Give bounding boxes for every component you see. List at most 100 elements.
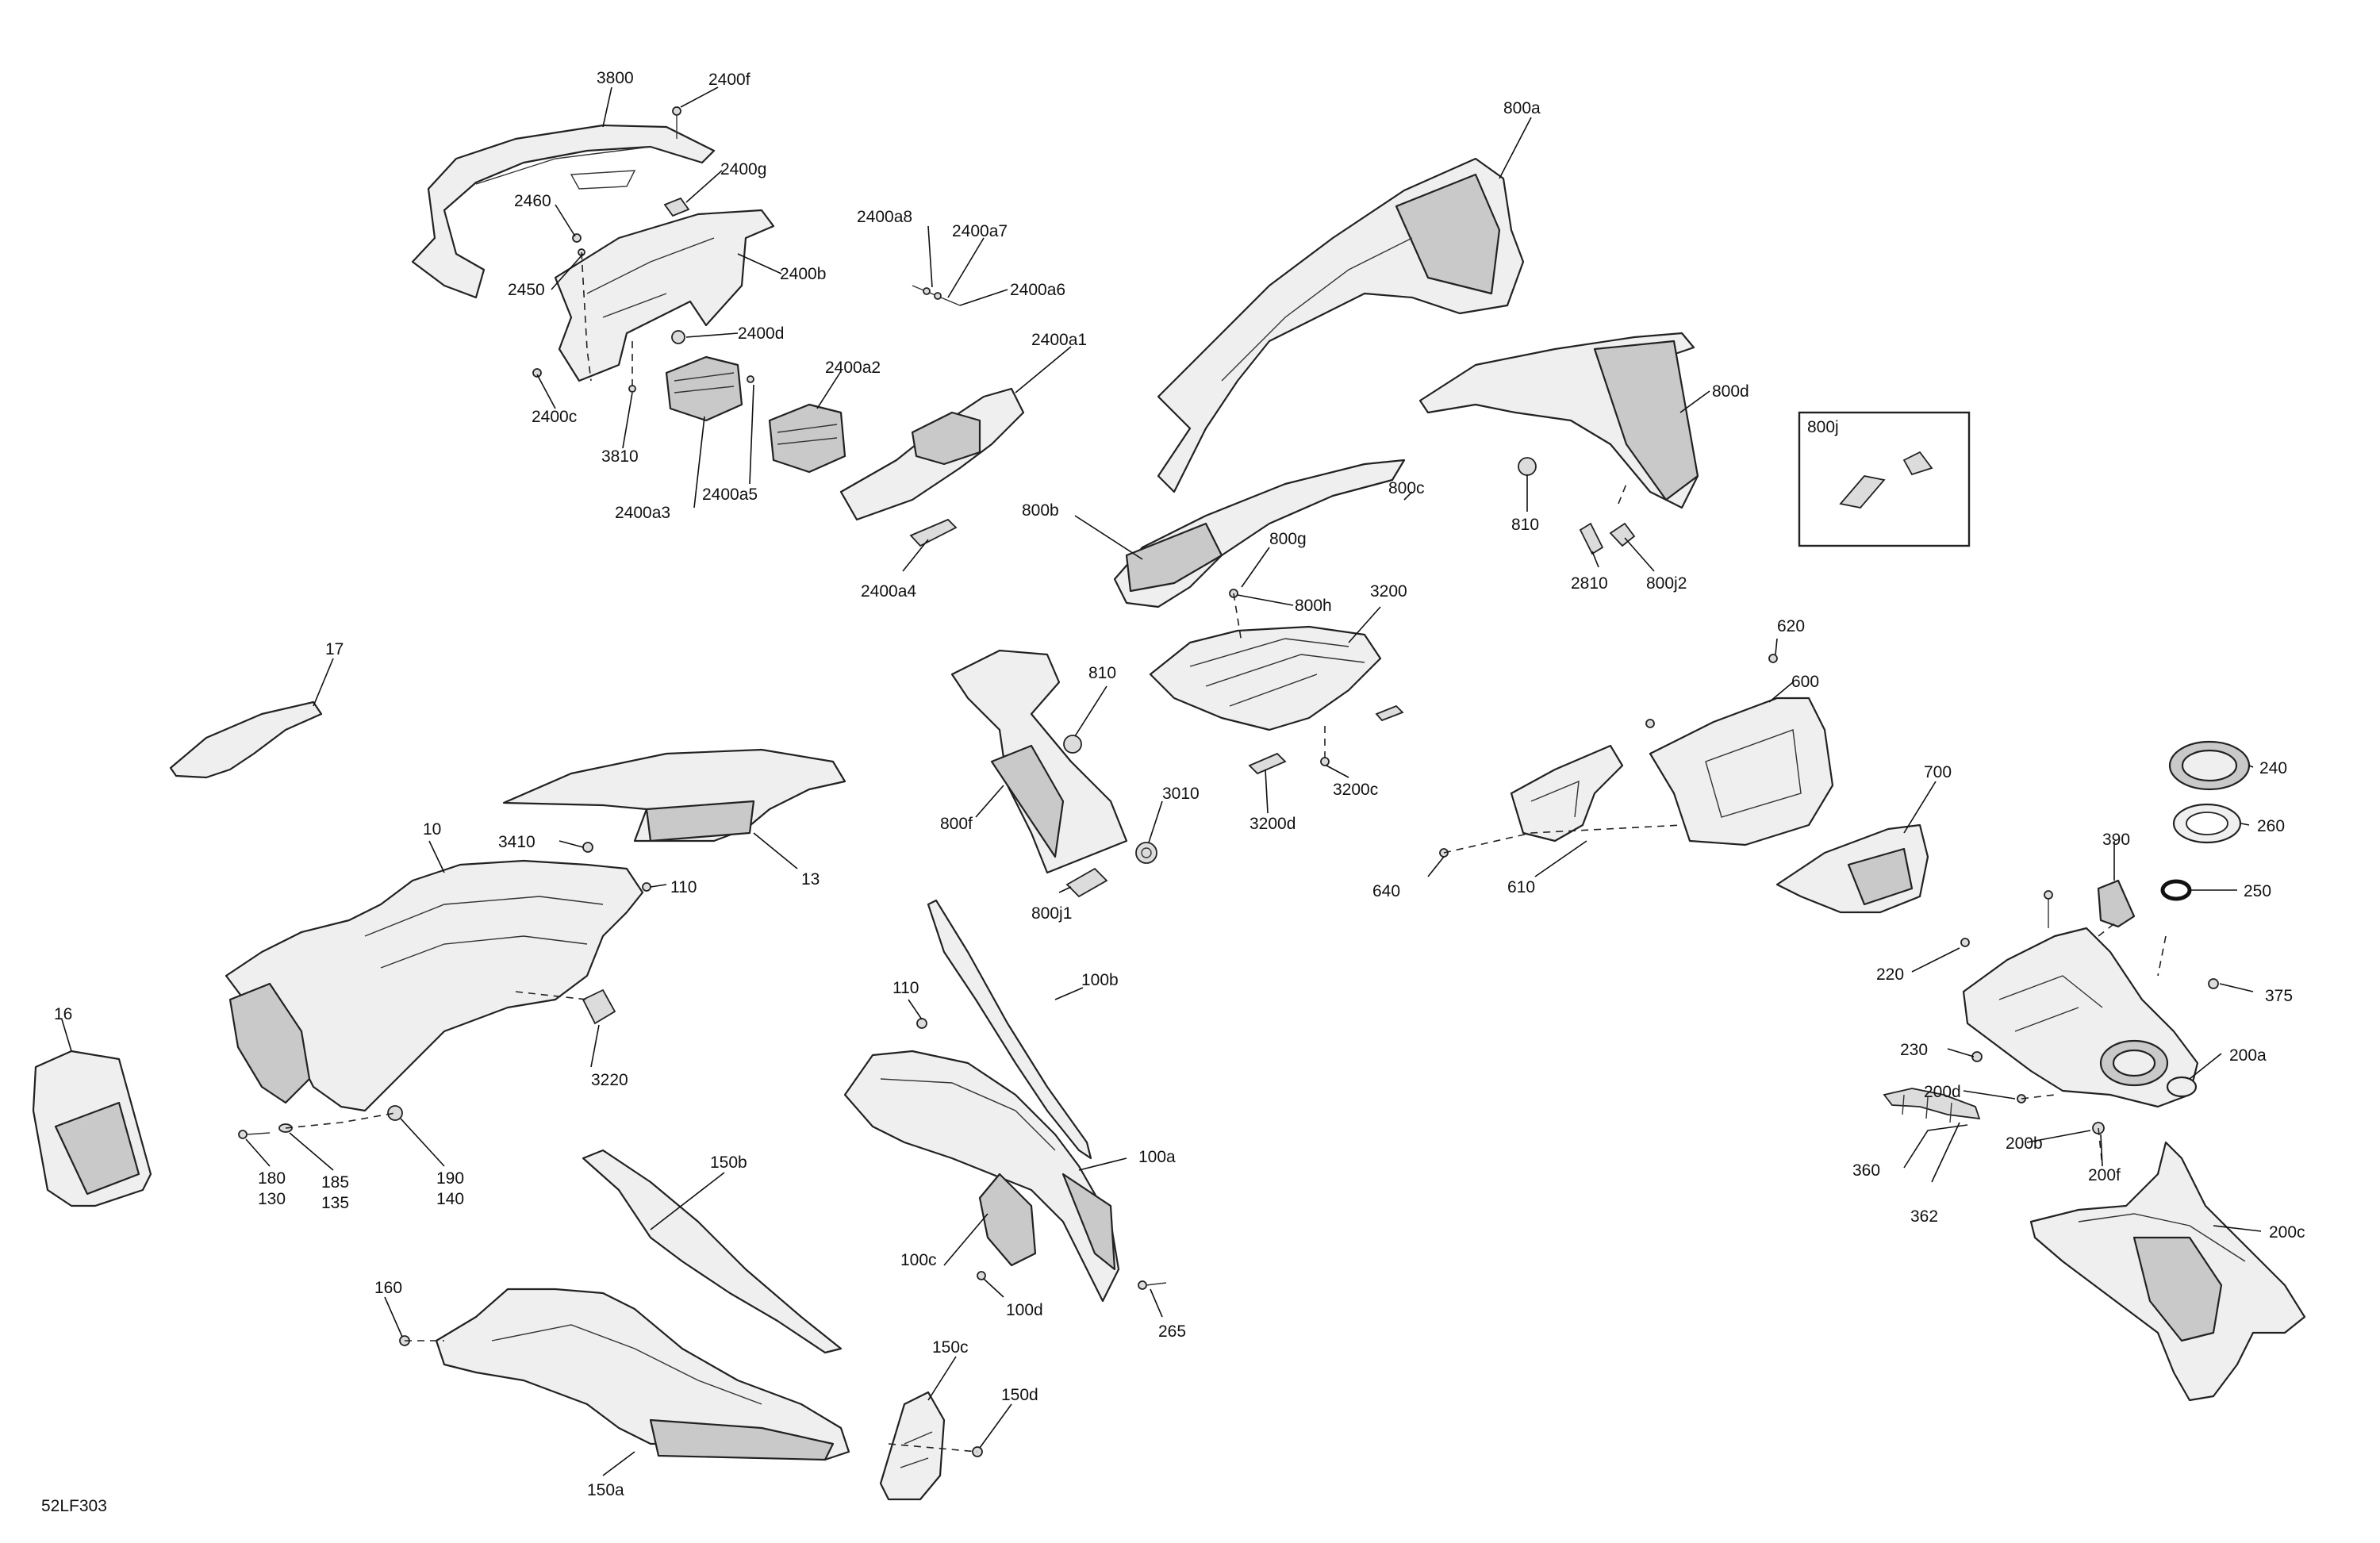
hardware-fasteners <box>238 106 2219 1457</box>
part-13-upper-panel <box>502 748 846 843</box>
label-375: 375 <box>2265 987 2293 1005</box>
label-800b: 800b <box>1022 501 1059 520</box>
label-200c: 200c <box>2269 1223 2305 1242</box>
label-230: 230 <box>1900 1041 1928 1059</box>
label-2400a1: 2400a1 <box>1031 331 1087 349</box>
label-620: 620 <box>1777 617 1805 635</box>
label-150a: 150a <box>587 1481 624 1499</box>
part-810-grommet-left <box>1063 735 1082 754</box>
label-200a: 200a <box>2229 1046 2267 1065</box>
part-200a-console <box>1962 927 2199 1108</box>
label-800g: 800g <box>1269 530 1307 548</box>
part-240-fuel-cap-ring <box>2168 740 2251 791</box>
label-250: 250 <box>2244 882 2271 900</box>
part-800d-side-panel <box>1418 332 1699 509</box>
label-640: 640 <box>1372 882 1400 900</box>
label-3410: 3410 <box>498 833 536 851</box>
label-2400a5: 2400a5 <box>702 486 758 504</box>
label-240: 240 <box>2259 759 2287 777</box>
label-2810: 2810 <box>1571 574 1608 593</box>
label-700: 700 <box>1924 763 1952 781</box>
label-200f: 200f <box>2088 1166 2121 1184</box>
part-800j-detail-box <box>1798 411 1971 547</box>
part-100a-main-panel <box>843 1050 1120 1303</box>
part-100c-reflector <box>978 1173 1037 1267</box>
leader-lines <box>61 86 2262 1476</box>
label-2400a3: 2400a3 <box>615 504 670 522</box>
label-16: 16 <box>54 1005 72 1023</box>
label-3810: 3810 <box>601 447 639 466</box>
label-610: 610 <box>1507 878 1535 896</box>
label-2400a2: 2400a2 <box>825 359 881 377</box>
label-2400b: 2400b <box>780 265 826 283</box>
diagram-id: 52LF303 <box>41 1497 107 1515</box>
part-3010-grommet <box>1135 842 1157 864</box>
part-610-inner-bracket <box>1510 744 1624 843</box>
part-700-panel <box>1775 823 1929 914</box>
part-390-module <box>2097 879 2136 928</box>
part-800f-side-cover <box>950 649 1128 874</box>
label-810-right: 810 <box>1511 516 1539 534</box>
label-100a: 100a <box>1138 1148 1176 1166</box>
label-100d: 100d <box>1006 1301 1043 1319</box>
label-800c: 800c <box>1388 479 1425 497</box>
label-150d: 150d <box>1001 1386 1038 1404</box>
label-800a: 800a <box>1503 99 1541 117</box>
label-265: 265 <box>1158 1322 1186 1341</box>
part-2810-spring <box>1579 522 1604 555</box>
callout-labels: 3800 2400f 2400g 2460 2450 2400b 2400d 2… <box>41 69 2305 1515</box>
label-2400a7: 2400a7 <box>952 222 1008 240</box>
part-360-bracket <box>1883 1088 1981 1123</box>
part-800b-lower-trim <box>1113 459 1406 608</box>
part-150a-lower-panel <box>435 1288 850 1461</box>
label-150b: 150b <box>710 1153 747 1172</box>
label-3220: 3220 <box>591 1071 628 1089</box>
label-160: 160 <box>374 1279 402 1297</box>
label-13: 13 <box>801 870 820 889</box>
label-17: 17 <box>325 640 344 658</box>
label-3200c: 3200c <box>1333 781 1378 799</box>
part-200c-lower-console <box>2029 1141 2306 1402</box>
label-130: 130 <box>258 1190 286 1208</box>
label-140: 140 <box>436 1190 464 1208</box>
part-800a-windshield <box>1157 157 1525 493</box>
label-3200: 3200 <box>1370 582 1407 601</box>
label-2400f: 2400f <box>708 71 750 89</box>
label-190: 190 <box>436 1169 464 1188</box>
label-200b: 200b <box>2006 1134 2043 1153</box>
part-2400a3-module <box>665 355 743 422</box>
part-150c-bracket <box>879 1391 946 1501</box>
part-600-gauge-frame <box>1649 697 1834 846</box>
part-2400a2-module <box>768 403 846 474</box>
label-600: 600 <box>1791 673 1819 691</box>
label-2400a6: 2400a6 <box>1010 281 1065 299</box>
label-110-a: 110 <box>670 878 697 896</box>
label-3010: 3010 <box>1162 785 1200 803</box>
label-220: 220 <box>1876 965 1904 984</box>
part-100b-upper-panel <box>927 899 1092 1160</box>
part-260-gasket <box>2172 803 2242 844</box>
label-200d: 200d <box>1924 1083 1961 1101</box>
part-2400b-bracket <box>554 209 775 382</box>
label-10: 10 <box>423 820 441 839</box>
label-260: 260 <box>2257 817 2285 835</box>
part-3200-storage-lid <box>1149 625 1382 731</box>
label-2400d: 2400d <box>738 324 784 343</box>
label-100b: 100b <box>1081 971 1119 989</box>
part-17-trim <box>169 700 323 779</box>
label-110-b: 110 <box>892 979 919 997</box>
label-185: 185 <box>321 1173 349 1192</box>
label-800j1: 800j1 <box>1031 904 1072 923</box>
label-800j: 800j <box>1807 418 1839 436</box>
label-390: 390 <box>2102 831 2130 849</box>
label-2400a8: 2400a8 <box>857 208 912 226</box>
label-810-left: 810 <box>1088 664 1116 682</box>
label-800h: 800h <box>1295 597 1332 615</box>
part-16-side-panel <box>32 1050 152 1207</box>
label-135: 135 <box>321 1194 349 1212</box>
part-250-o-ring <box>2160 879 2192 901</box>
part-150b-upper-panel <box>582 1149 843 1354</box>
part-3220-clip <box>582 988 616 1025</box>
label-800d: 800d <box>1712 382 1749 401</box>
